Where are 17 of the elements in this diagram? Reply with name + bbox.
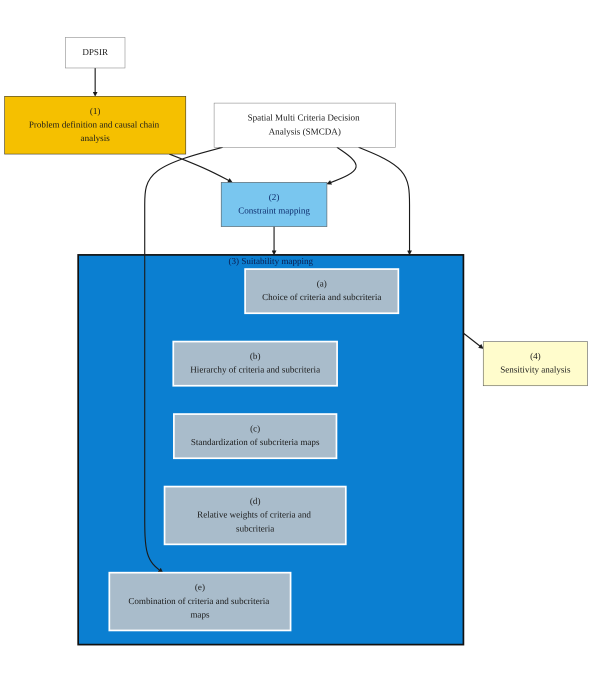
node-box: (4) Sensitivity analysis <box>482 341 588 386</box>
arrow <box>326 146 357 185</box>
node-box: (b) Hierarchy of criteria and subcriteria <box>172 340 338 387</box>
node-box: (d) Relative weights of criteria and subcriteria <box>164 486 347 546</box>
node-box: (a) Choice of criteria and subcriteria <box>244 268 400 314</box>
arrow <box>169 154 233 183</box>
node-box: (1) Problem definition and causal chain analysis <box>4 96 186 154</box>
arrow <box>463 332 484 349</box>
arrow <box>272 226 277 256</box>
arrow <box>92 68 98 97</box>
node-box: Spatial Multi Criteria Decision Analysis (SMCDA) <box>214 102 396 148</box>
node-box: DPSIR <box>65 37 126 68</box>
node-box: (e) Combination of criteria and subcriteria maps <box>108 572 292 632</box>
arrow <box>144 146 223 573</box>
node-box: (c) Standardization of subcriteria maps <box>173 413 338 460</box>
node-box: (2) Constraint mapping <box>220 182 328 227</box>
arrow <box>358 146 412 256</box>
